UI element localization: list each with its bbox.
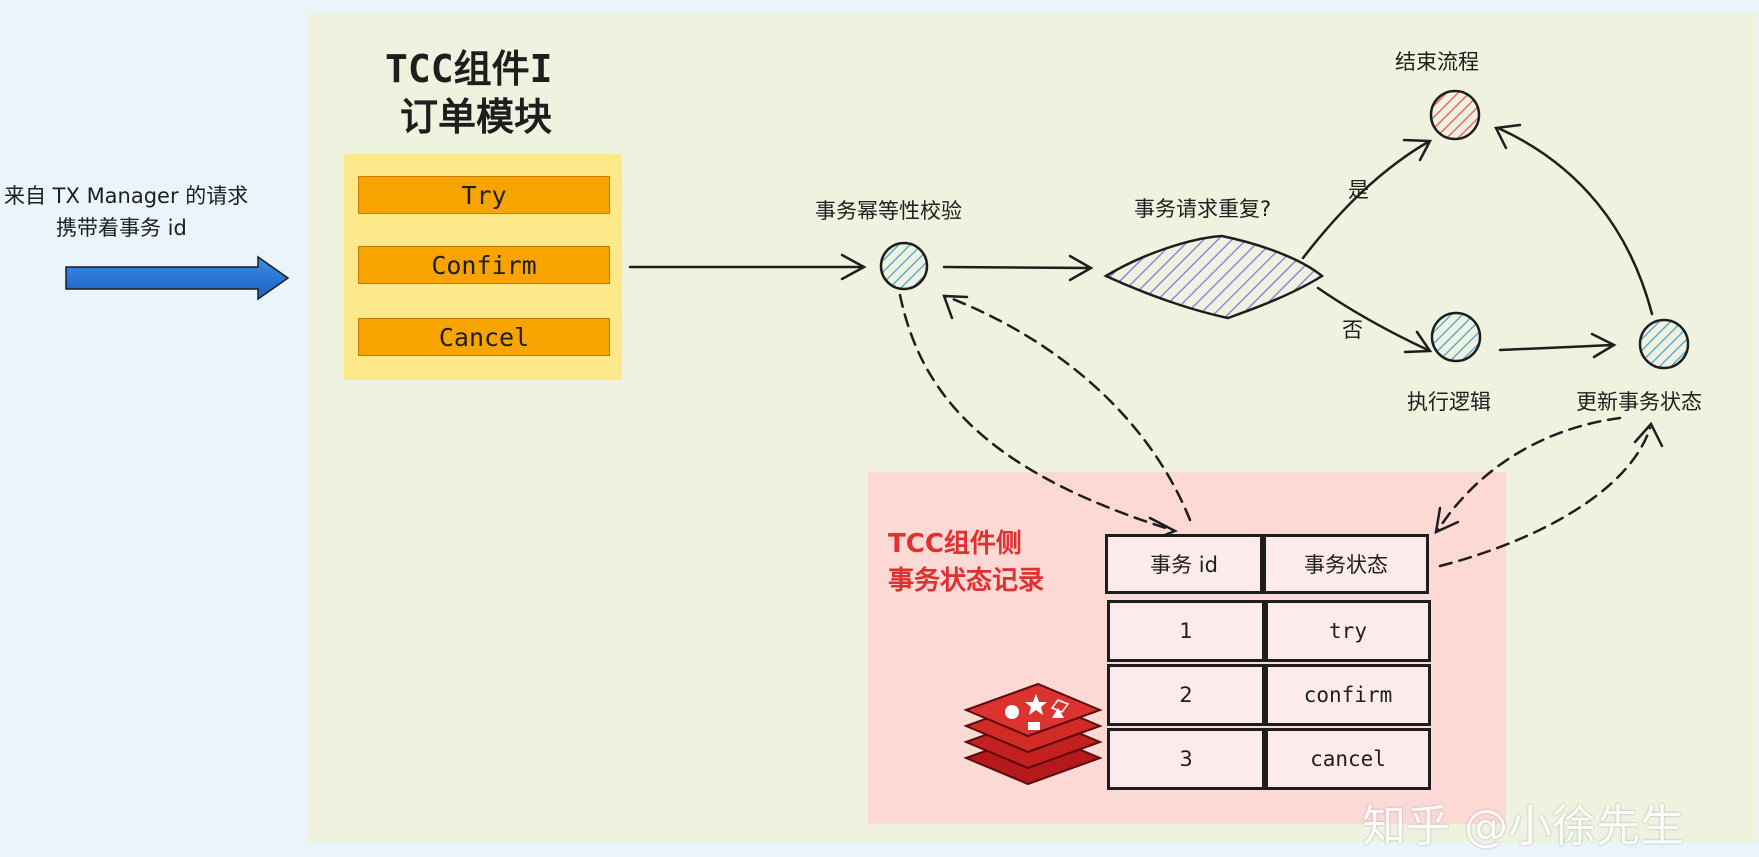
table-row-2-id: 2 xyxy=(1107,664,1265,726)
edge-check-to-decision xyxy=(942,254,1094,282)
state-record-title-line1: TCC组件侧 xyxy=(888,529,1022,559)
label-execute-logic: 执行逻辑 xyxy=(1407,390,1491,414)
database-icon xyxy=(963,682,1103,786)
edge-table-to-update xyxy=(1436,416,1652,568)
node-duplicate-decision xyxy=(1103,234,1325,320)
edge-check-to-table xyxy=(898,293,1192,532)
state-record-title-line2: 事务状态记录 xyxy=(888,566,1045,596)
table-row-3-state: cancel xyxy=(1265,728,1431,790)
edge-execute-to-update xyxy=(1498,332,1617,359)
table-row-1-id: 1 xyxy=(1107,600,1265,662)
edge-no xyxy=(1316,286,1433,354)
op-cancel: Cancel xyxy=(358,318,610,356)
node-end-flow xyxy=(1429,89,1481,141)
node-update-state xyxy=(1638,318,1690,370)
label-update-state: 更新事务状态 xyxy=(1576,390,1702,414)
table-row-2-state: confirm xyxy=(1265,664,1431,726)
table-header-state: 事务状态 xyxy=(1263,534,1429,594)
watermark: 知乎 @小徐先生 xyxy=(1362,801,1684,852)
edge-update-to-end xyxy=(1494,123,1654,316)
op-confirm: Confirm xyxy=(358,246,610,284)
edge-yes xyxy=(1301,138,1433,260)
op-try: Try xyxy=(358,176,610,214)
component-title-line2: 订单模块 xyxy=(400,95,553,139)
label-edge-no: 否 xyxy=(1342,318,1363,342)
component-title-line1: TCC组件I xyxy=(385,47,553,91)
edge-ops-to-check xyxy=(628,253,867,281)
operations-panel: Try Confirm Cancel xyxy=(344,154,622,380)
node-idempotency-check xyxy=(879,241,929,291)
table-header-id: 事务 id xyxy=(1105,534,1263,594)
label-idempotency-check: 事务幂等性校验 xyxy=(815,199,962,223)
label-duplicate-decision: 事务请求重复? xyxy=(1134,197,1272,221)
incoming-arrow xyxy=(65,255,290,301)
node-execute-logic xyxy=(1430,311,1482,363)
incoming-request-line2: 携带着事务 id xyxy=(56,216,187,240)
label-end-flow: 结束流程 xyxy=(1395,50,1479,74)
label-edge-yes: 是 xyxy=(1348,178,1369,202)
incoming-request-line1: 来自 TX Manager 的请求 xyxy=(4,184,249,208)
table-row-1-state: try xyxy=(1265,600,1431,662)
table-row-3-id: 3 xyxy=(1107,728,1265,790)
